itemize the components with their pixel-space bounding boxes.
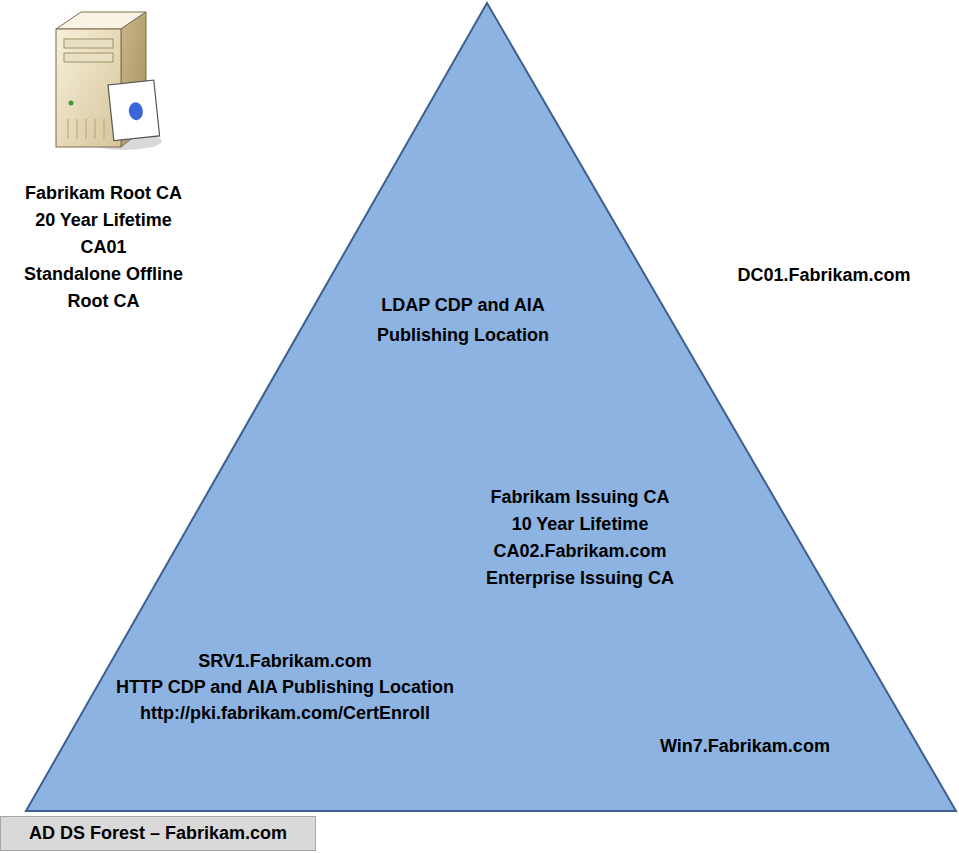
host-detail: http://pki.fabrikam.com/CertEnroll [116,700,454,726]
vent-line [68,119,69,139]
host-detail: LDAP CDP and AIA Publishing Location [363,290,563,350]
host-detail: Enterprise Issuing CA [486,565,674,592]
drive-bay [64,39,113,48]
certificate-card [108,80,160,141]
host-detail: CA01 [6,234,201,261]
forest-label: AD DS Forest – Fabrikam.com [0,816,316,851]
host-detail: HTTP CDP and AIA Publishing Location [116,674,454,700]
host-detail: Standalone Offline Root CA [6,261,201,315]
vent-line [104,119,105,139]
host-name: Fabrikam Root CA [6,180,201,207]
server-tower [56,12,162,150]
certificate-sheet [108,80,160,141]
vent-line [86,119,87,139]
host-name: SRV1.Fabrikam.com [116,648,454,674]
host-name: Fabrikam Issuing CA [486,484,674,511]
certificate-seal [128,102,144,121]
host-detail: CA02.Fabrikam.com [486,538,674,565]
power-led [69,101,74,106]
vent-line [77,119,78,139]
host-name: DC01.Fabrikam.com [724,260,924,290]
host-detail: 20 Year Lifetime [6,207,201,234]
server-icon [34,5,174,180]
drive-bay [64,53,113,62]
forest-triangle [26,3,956,811]
vent-line [95,119,96,139]
host-detail: 10 Year Lifetime [486,511,674,538]
server-node: Fabrikam Root CA20 Year LifetimeCA01Stan… [6,5,201,315]
host-name: Win7.Fabrikam.com [660,734,830,758]
